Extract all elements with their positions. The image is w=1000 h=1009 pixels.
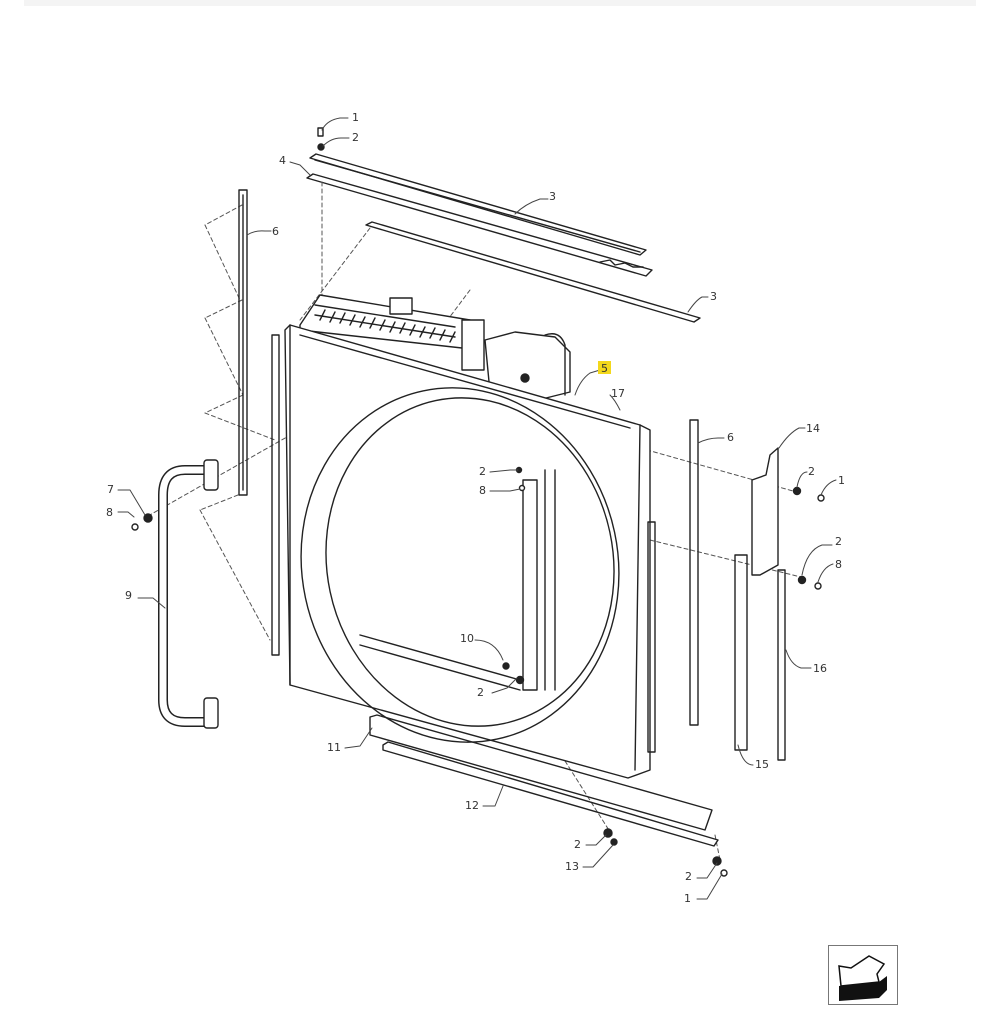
- radiator-core-top: [299, 294, 485, 371]
- callout-4[interactable]: 4: [279, 154, 286, 167]
- callout-5-highlight: [598, 361, 611, 374]
- callout-3[interactable]: 3: [710, 290, 717, 303]
- left-side-seal: [271, 334, 280, 656]
- callout-2[interactable]: 2: [685, 870, 692, 883]
- callout-12[interactable]: 12: [465, 799, 479, 812]
- right-plate-14: [751, 447, 779, 576]
- callout-8[interactable]: 8: [479, 484, 486, 497]
- right-strip-16: [777, 569, 786, 761]
- fasteners: [131, 466, 825, 877]
- right-strip-15: [734, 554, 748, 751]
- internal-bracket: [522, 469, 556, 691]
- top-strip-3: [309, 153, 647, 256]
- bottom-strip-12: [382, 741, 719, 847]
- main-frame-17: [284, 324, 651, 779]
- right-side-seal: [647, 521, 656, 753]
- callout-2[interactable]: 2: [574, 838, 581, 851]
- callout-1[interactable]: 1: [838, 474, 845, 487]
- callout-1[interactable]: 1: [352, 111, 359, 124]
- callout-11[interactable]: 11: [327, 741, 341, 754]
- previous-view-arrow-icon: [838, 955, 887, 1001]
- callout-3[interactable]: 3: [549, 190, 556, 203]
- assembly-guide-lines: [147, 181, 806, 861]
- callout-15[interactable]: 15: [755, 758, 769, 771]
- left-vertical-strip-6: [238, 189, 248, 496]
- callout-13[interactable]: 13: [565, 860, 579, 873]
- bottom-strip-11: [369, 714, 713, 831]
- bottom-tube-row: [359, 634, 521, 691]
- callout-9[interactable]: 9: [125, 589, 132, 602]
- callout-7[interactable]: 7: [107, 483, 114, 496]
- callout-labels: 1 2 4 3 6 3 5 17 14 6 2 8 2 1 7 8 2 8 9 …: [106, 111, 845, 905]
- callout-14[interactable]: 14: [806, 422, 820, 435]
- callout-16[interactable]: 16: [813, 662, 827, 675]
- callout-8[interactable]: 8: [106, 506, 113, 519]
- callout-1[interactable]: 1: [684, 892, 691, 905]
- callout-5[interactable]: 5: [601, 362, 608, 375]
- right-vertical-strip-6: [689, 419, 699, 726]
- callout-8[interactable]: 8: [835, 558, 842, 571]
- callout-2[interactable]: 2: [479, 465, 486, 478]
- leader-lines: [117, 117, 837, 900]
- callout-6[interactable]: 6: [272, 225, 279, 238]
- callout-2[interactable]: 2: [477, 686, 484, 699]
- callout-2[interactable]: 2: [352, 131, 359, 144]
- callout-6[interactable]: 6: [727, 431, 734, 444]
- top-bolt: [317, 127, 325, 151]
- callout-17[interactable]: 17: [611, 387, 625, 400]
- top-toolbar-strip: [24, 0, 976, 6]
- callout-2[interactable]: 2: [808, 465, 815, 478]
- previous-view-button[interactable]: [828, 945, 898, 1005]
- callout-2[interactable]: 2: [835, 535, 842, 548]
- top-strip-4: [306, 173, 653, 277]
- fan-shroud-ring: [300, 387, 620, 743]
- grab-handle-9: [158, 459, 219, 729]
- callout-10[interactable]: 10: [460, 632, 474, 645]
- top-strip-3-lower: [365, 221, 701, 323]
